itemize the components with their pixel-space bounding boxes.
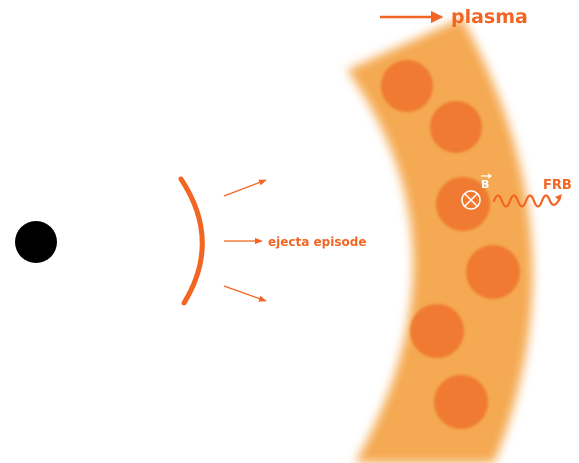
plasma-blob	[434, 375, 488, 429]
plasma-blob	[410, 304, 464, 358]
plasma-blob	[466, 245, 520, 299]
ejecta-arc	[181, 179, 202, 303]
ejecta-arrow-bottom	[224, 286, 266, 301]
plasma-label: plasma	[451, 6, 528, 28]
ejecta-episode-label: ejecta episode	[268, 235, 366, 249]
central-object	[15, 221, 57, 263]
plasma-blob	[430, 101, 482, 153]
magnetic-field-label: B	[481, 178, 489, 191]
ejecta-arrow-top	[224, 180, 266, 196]
frb-label: FRB	[543, 178, 572, 193]
plasma-blob	[381, 60, 433, 112]
